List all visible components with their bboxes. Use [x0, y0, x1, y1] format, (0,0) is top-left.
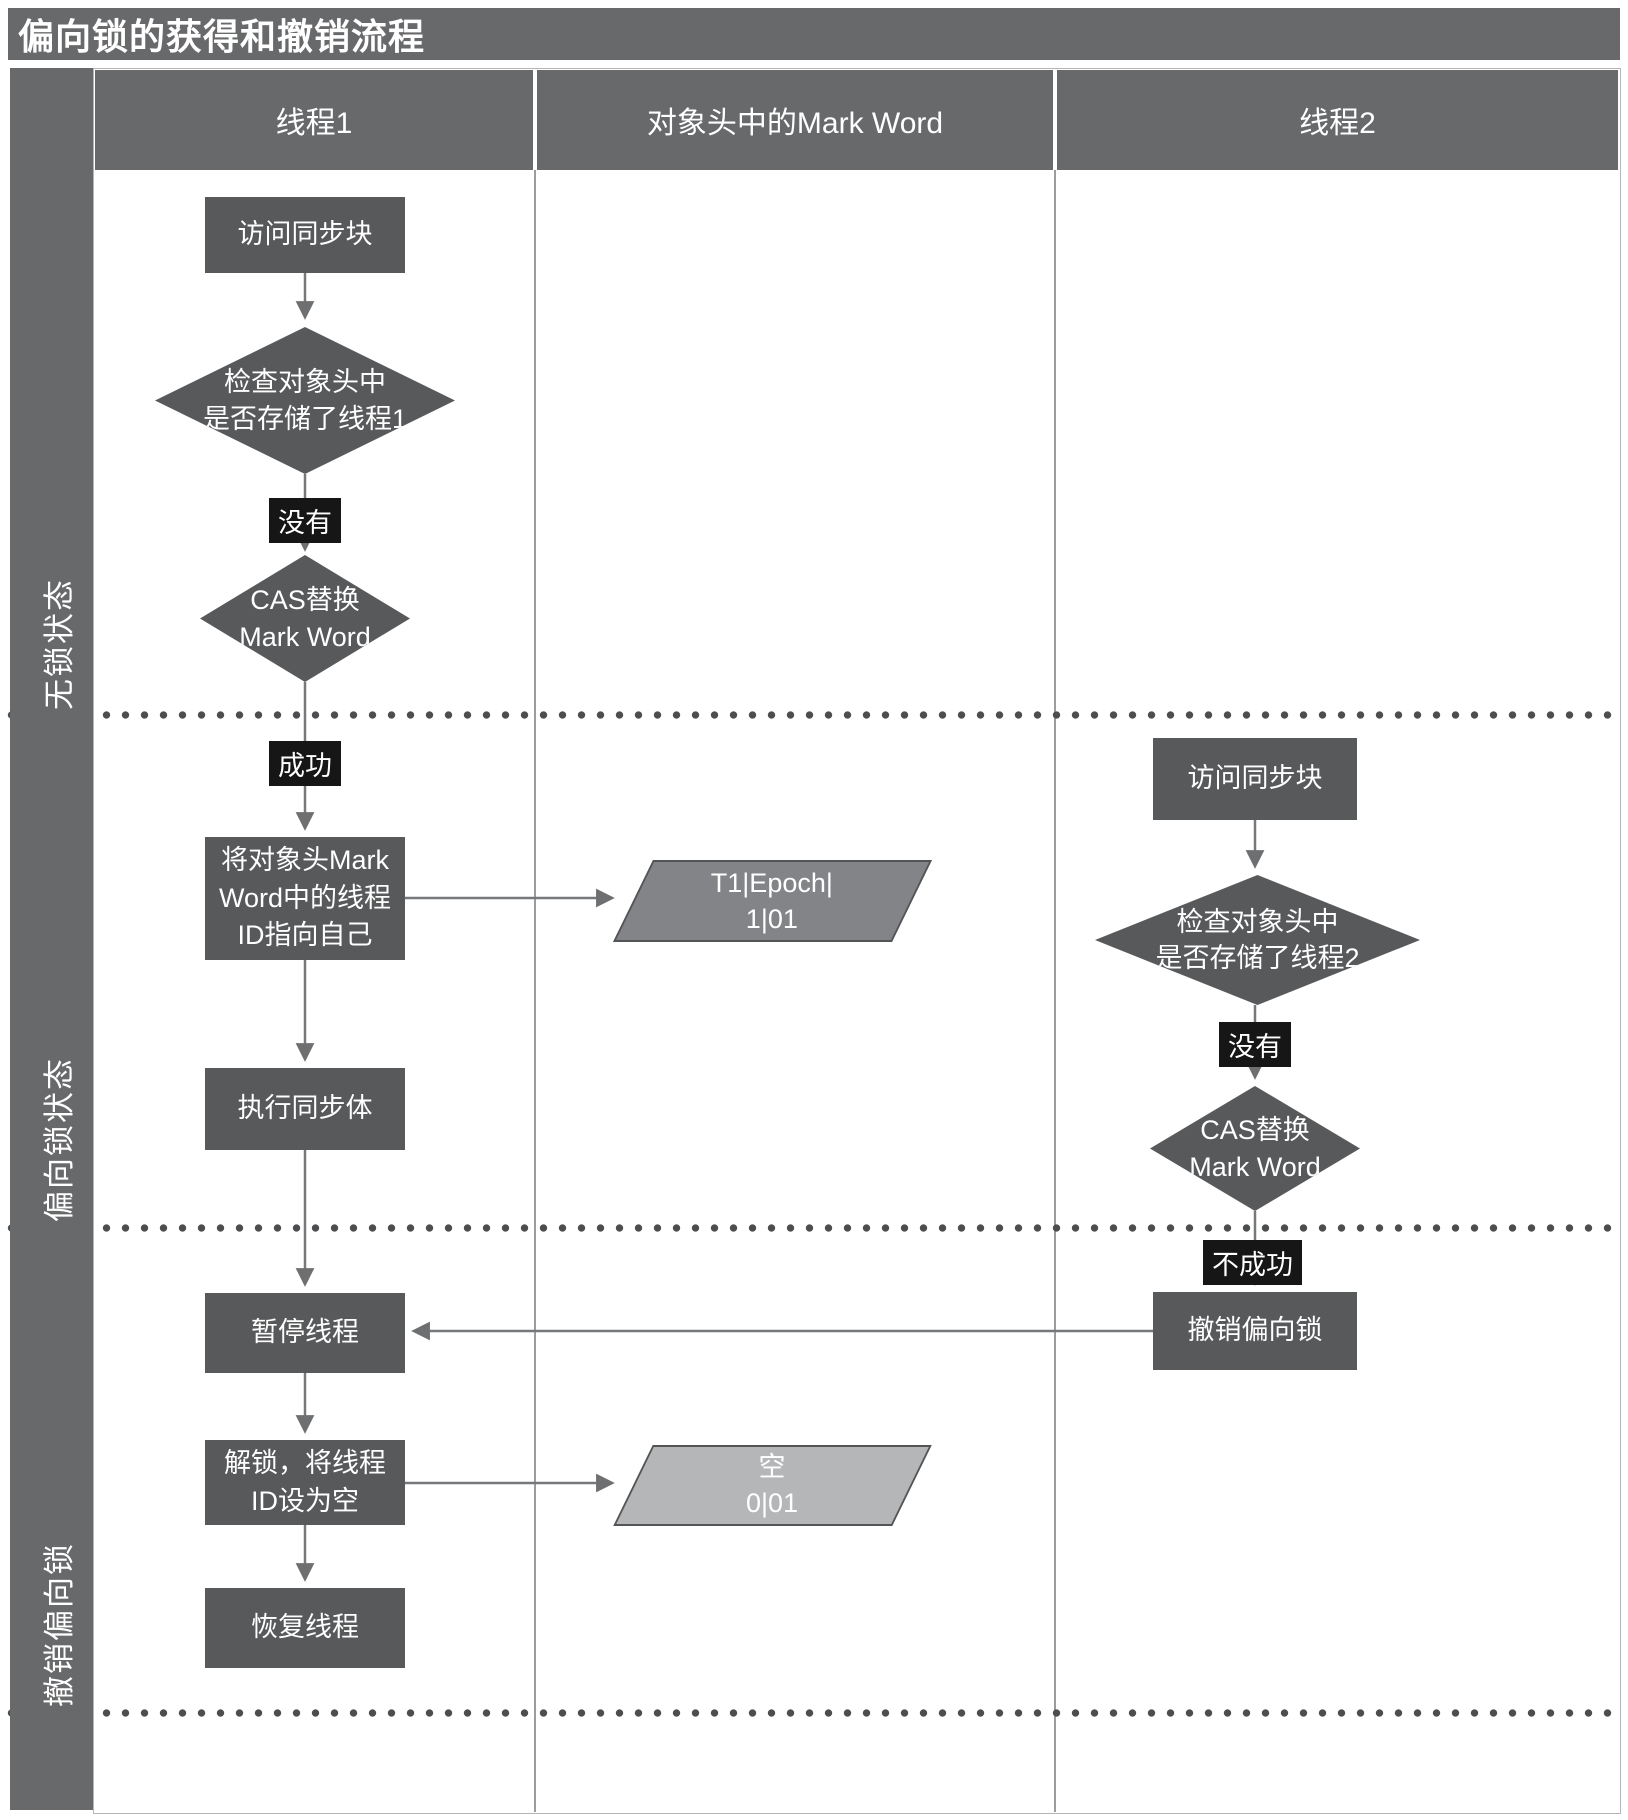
- mark-word-empty-value: 空 0|01: [746, 1452, 799, 1519]
- node-t1-unlock-clear-thread-id: 解锁，将线程 ID设为空: [205, 1440, 405, 1525]
- edge-label-success: 成功: [269, 741, 341, 786]
- node-t1-execute-sync-body: 执行同步体: [205, 1068, 405, 1150]
- section-sidebar: [10, 68, 93, 1810]
- edge-label-no-2: 没有: [1219, 1022, 1291, 1067]
- edge-label-fail: 不成功: [1203, 1240, 1302, 1285]
- mark-word-state-empty: 空 0|01: [613, 1445, 932, 1526]
- column-header-thread2: 线程2: [1057, 70, 1618, 170]
- node-t2-access-sync-block: 访问同步块: [1153, 738, 1357, 820]
- section-label-revoke: 撤销偏向锁: [42, 1542, 77, 1707]
- column-divider-2: [1054, 170, 1056, 1812]
- node-t2-revoke-biased-lock: 撤销偏向锁: [1153, 1292, 1357, 1370]
- node-t1-pause-thread: 暂停线程: [205, 1293, 405, 1373]
- section-label-biased: 偏向锁状态: [42, 1057, 77, 1222]
- node-t1-access-sync-block: 访问同步块: [205, 197, 405, 273]
- section-divider-revoke: [2, 1709, 1618, 1717]
- edge-label-no-1: 没有: [269, 498, 341, 543]
- section-divider-biased: [2, 1224, 1618, 1232]
- section-label-lock-free: 无锁状态: [42, 578, 77, 710]
- mark-word-state-biased: T1|Epoch| 1|01: [613, 860, 932, 942]
- node-t1-set-thread-id: 将对象头Mark Word中的线程 ID指向自己: [205, 837, 405, 960]
- column-divider-1: [534, 170, 536, 1812]
- section-divider-lock-free: [2, 711, 1618, 719]
- node-t1-resume-thread: 恢复线程: [205, 1588, 405, 1668]
- diagram-title: 偏向锁的获得和撤销流程: [18, 16, 426, 57]
- diagram-title-bar: 偏向锁的获得和撤销流程: [8, 8, 1620, 60]
- column-header-mark-word: 对象头中的Mark Word: [537, 70, 1053, 170]
- column-header-thread1: 线程1: [95, 70, 533, 170]
- mark-word-biased-value: T1|Epoch| 1|01: [711, 867, 834, 934]
